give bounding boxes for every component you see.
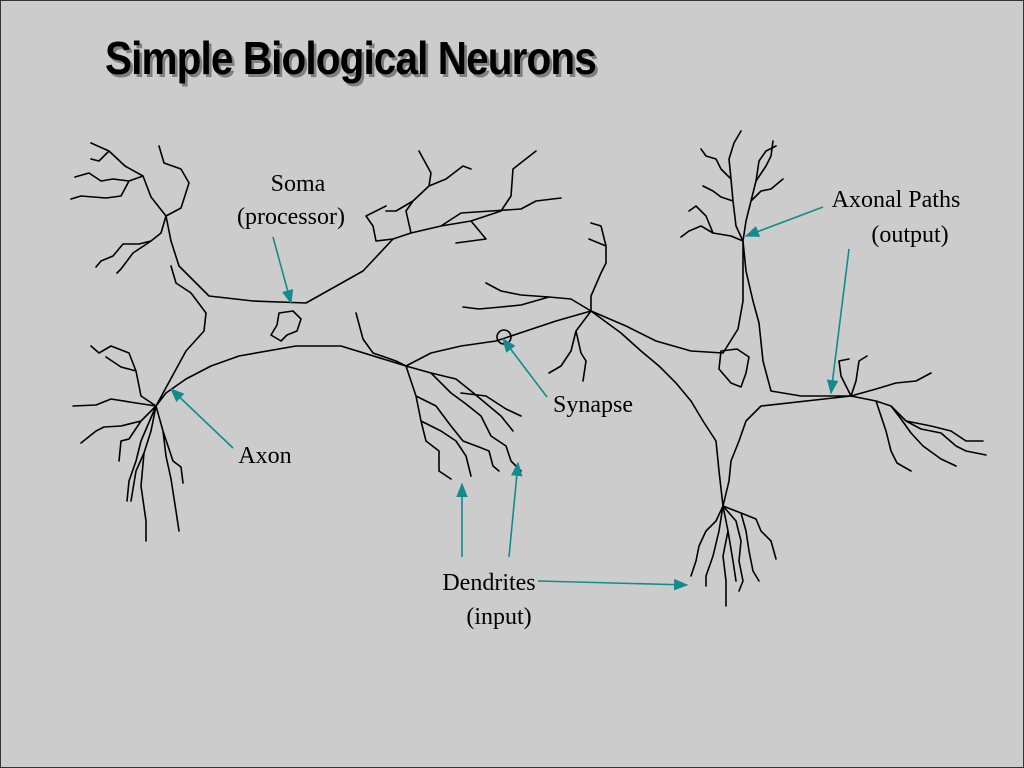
right-right-axonal-branches	[838, 355, 987, 472]
axon-offshoots	[405, 365, 522, 480]
dendrites-label: Dendrites	[442, 570, 535, 596]
axonal-paths-label: Axonal Paths	[832, 187, 961, 213]
left-soma-outline	[155, 238, 407, 407]
left-bottom-dendrites	[72, 345, 184, 542]
synapse-branches	[462, 222, 607, 382]
axon-arrow	[169, 388, 234, 449]
soma-label: Soma	[271, 171, 326, 197]
right-bottom-dendrites	[690, 505, 777, 607]
soma-sublabel: (processor)	[237, 204, 345, 230]
axon-path	[405, 222, 607, 480]
axonal-paths-arrow-top	[744, 206, 824, 237]
right-top-axonal-branches	[680, 130, 784, 242]
left-right-dendrites	[365, 150, 562, 244]
left-top-dendrites	[70, 142, 190, 274]
callout-arrows	[169, 206, 850, 591]
soma-arrow	[272, 236, 294, 305]
dendrites-arrow-mid	[508, 461, 523, 558]
left-neuron	[70, 142, 562, 542]
axon-line	[405, 310, 592, 367]
synapse-label: Synapse	[553, 392, 633, 418]
synapse-arrow	[502, 337, 548, 398]
axon-label: Axon	[238, 443, 291, 469]
axonal-paths-sublabel: (output)	[871, 222, 948, 248]
right-neuron	[590, 130, 987, 607]
right-soma-outline	[590, 240, 852, 507]
right-nucleus	[718, 348, 750, 388]
left-nucleus	[270, 310, 302, 342]
dendrites-arrow-right	[537, 578, 689, 591]
slide-title: Simple Biological Neurons	[105, 32, 597, 84]
dendrites-sublabel: (input)	[466, 604, 531, 630]
axonal-paths-arrow-bottom	[826, 248, 850, 395]
